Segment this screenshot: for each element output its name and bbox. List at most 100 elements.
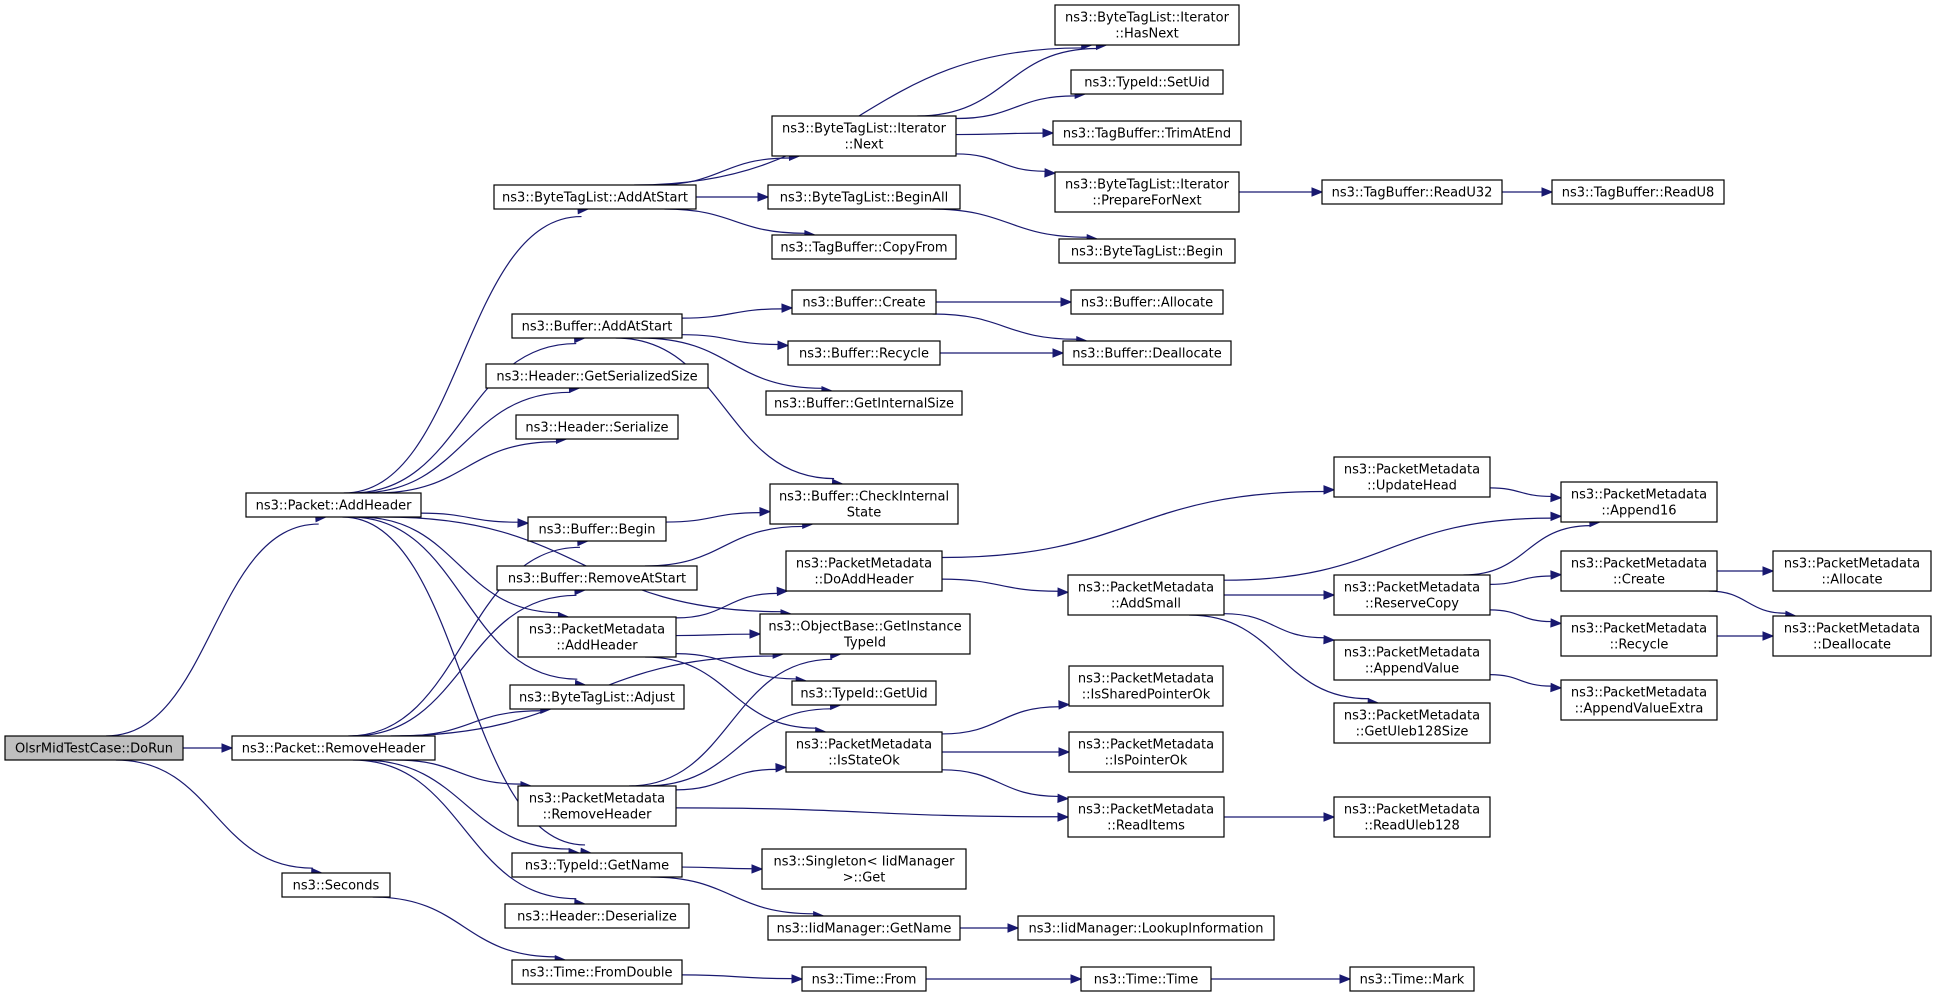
- node-hdr-getsersize[interactable]: ns3::Header::GetSerializedSize: [485, 363, 709, 389]
- node-label: ::Append16: [1601, 504, 1676, 519]
- node-tb-trimatend[interactable]: ns3::TagBuffer::TrimAtEnd: [1052, 120, 1242, 146]
- node-pm-allocate[interactable]: ns3::PacketMetadata::Allocate: [1772, 550, 1932, 592]
- node-pm-issharedptr[interactable]: ns3::PacketMetadata::IsSharedPointerOk: [1068, 665, 1224, 707]
- node-pm-deallocate[interactable]: ns3::PacketMetadata::Deallocate: [1772, 615, 1932, 657]
- edge-tb-readu32-to-tb-readu8: [1501, 187, 1554, 197]
- node-box: [1054, 171, 1240, 213]
- node-label: ns3::IidManager::LookupInformation: [1028, 922, 1263, 937]
- node-pm-isptr[interactable]: ns3::PacketMetadata::IsPointerOk: [1068, 731, 1224, 773]
- node-buf-allocate[interactable]: ns3::Buffer::Allocate: [1070, 289, 1224, 315]
- node-pm-addsmall[interactable]: ns3::PacketMetadata::AddSmall: [1067, 574, 1225, 616]
- node-pm-readuleb[interactable]: ns3::PacketMetadata::ReadUleb128: [1333, 796, 1491, 838]
- node-btl-adjust[interactable]: ns3::ByteTagList::Adjust: [509, 684, 685, 710]
- node-btli-hasnext[interactable]: ns3::ByteTagList::Iterator::HasNext: [1054, 4, 1240, 46]
- node-buf-getinternalsize[interactable]: ns3::Buffer::GetInternalSize: [765, 390, 963, 416]
- node-box: [787, 340, 941, 366]
- node-box: [1333, 574, 1491, 616]
- node-buf-addatstart[interactable]: ns3::Buffer::AddAtStart: [511, 313, 683, 339]
- node-buf-begin[interactable]: ns3::Buffer::Begin: [527, 516, 667, 542]
- node-p-removeheader[interactable]: ns3::Packet::RemoveHeader: [231, 735, 436, 761]
- node-pm-removeheader[interactable]: ns3::PacketMetadata::RemoveHeader: [517, 785, 677, 827]
- edge-pm-create-to-pm-allocate: [1716, 566, 1775, 576]
- edge-line: [640, 337, 823, 389]
- edge-p-removeheader-to-buf-removeatstart: [352, 585, 587, 737]
- node-tb-copyfrom[interactable]: ns3::TagBuffer::CopyFrom: [771, 234, 957, 260]
- node-buf-deallocate[interactable]: ns3::Buffer::Deallocate: [1062, 340, 1232, 366]
- node-pm-appendvalue[interactable]: ns3::PacketMetadata::AppendValue: [1333, 639, 1491, 681]
- edge-btl-addatstart-to-btli-hasnext: [634, 40, 1094, 186]
- node-label: ns3::ByteTagList::AddAtStart: [502, 191, 688, 206]
- node-box: [1062, 340, 1232, 366]
- node-iid-getname[interactable]: ns3::IidManager::GetName: [767, 915, 961, 941]
- node-buf-recycle[interactable]: ns3::Buffer::Recycle: [787, 340, 941, 366]
- node-seconds[interactable]: ns3::Seconds: [281, 872, 391, 898]
- node-tid-getname[interactable]: ns3::TypeId::GetName: [511, 852, 683, 878]
- node-pm-getuleb[interactable]: ns3::PacketMetadata::GetUleb128Size: [1333, 702, 1491, 744]
- node-time-from[interactable]: ns3::Time::From: [801, 966, 927, 992]
- edge-btli-next-to-tb-trimatend: [955, 128, 1055, 138]
- node-btl-begin[interactable]: ns3::ByteTagList::Begin: [1058, 238, 1236, 264]
- node-hdr-serialize[interactable]: ns3::Header::Serialize: [515, 414, 679, 440]
- node-label: ::Next: [844, 138, 883, 153]
- edge-tid-getname-to-singleton-get: [681, 864, 764, 874]
- edge-arrowhead: [1323, 634, 1336, 645]
- node-label: ns3::Header::Deserialize: [517, 910, 677, 925]
- node-box: [1070, 69, 1224, 95]
- node-tb-readu32[interactable]: ns3::TagBuffer::ReadU32: [1321, 179, 1503, 205]
- node-pm-appendvalueextra[interactable]: ns3::PacketMetadata::AppendValueExtra: [1560, 679, 1718, 721]
- edge-btl-addatstart-to-tb-copyfrom: [664, 208, 817, 240]
- node-pm-updatehead[interactable]: ns3::PacketMetadata::UpdateHead: [1333, 456, 1491, 498]
- node-box: [1772, 550, 1932, 592]
- node-pm-doaddheader[interactable]: ns3::PacketMetadata::DoAddHeader: [785, 550, 943, 592]
- edge-pm-isstateok-to-pm-readitems: [941, 769, 1070, 804]
- node-iid-lookup[interactable]: ns3::IidManager::LookupInformation: [1017, 915, 1275, 941]
- node-label: ns3::ByteTagList::Begin: [1071, 245, 1223, 260]
- node-label: ns3::TagBuffer::TrimAtEnd: [1063, 127, 1231, 142]
- node-p-addheader[interactable]: ns3::Packet::AddHeader: [245, 492, 422, 518]
- node-box: [801, 966, 927, 992]
- edge-line: [932, 313, 1077, 340]
- node-pm-addheader[interactable]: ns3::PacketMetadata::AddHeader: [517, 616, 677, 658]
- node-buf-removeatstart[interactable]: ns3::Buffer::RemoveAtStart: [496, 565, 698, 591]
- node-time-time[interactable]: ns3::Time::Time: [1080, 966, 1212, 992]
- node-tid-getuid[interactable]: ns3::TypeId::GetUid: [791, 680, 937, 706]
- node-root[interactable]: OlsrMidTestCase::DoRun: [4, 735, 184, 761]
- node-time-fromdouble[interactable]: ns3::Time::FromDouble: [511, 959, 683, 985]
- node-tid-setuid[interactable]: ns3::TypeId::SetUid: [1070, 69, 1224, 95]
- edge-line: [1188, 614, 1370, 700]
- node-btli-prepare[interactable]: ns3::ByteTagList::Iterator::PrepareForNe…: [1054, 171, 1240, 213]
- node-label: ::Recycle: [1610, 638, 1669, 653]
- edge-line: [675, 633, 751, 637]
- node-btl-addatstart[interactable]: ns3::ByteTagList::AddAtStart: [493, 184, 697, 210]
- node-tb-readu8[interactable]: ns3::TagBuffer::ReadU8: [1551, 179, 1725, 205]
- node-label: ns3::ObjectBase::GetInstance: [768, 620, 961, 635]
- edge-arrowhead: [1550, 492, 1563, 503]
- node-pm-recycle[interactable]: ns3::PacketMetadata::Recycle: [1560, 615, 1718, 657]
- node-label: ::Create: [1613, 573, 1665, 588]
- edge-pm-reservecopy-to-pm-create: [1489, 570, 1563, 585]
- node-label: ns3::TypeId::GetUid: [800, 687, 927, 702]
- node-box: [1070, 289, 1224, 315]
- edge-line: [665, 511, 761, 523]
- node-hdr-deserialize[interactable]: ns3::Header::Deserialize: [504, 903, 690, 929]
- edge-line: [681, 308, 783, 319]
- node-btl-beginall[interactable]: ns3::ByteTagList::BeginAll: [767, 184, 961, 210]
- node-pm-append16[interactable]: ns3::PacketMetadata::Append16: [1560, 481, 1718, 523]
- edge-p-addheader-to-buf-addatstart: [351, 333, 586, 494]
- node-pm-reservecopy[interactable]: ns3::PacketMetadata::ReserveCopy: [1333, 574, 1491, 616]
- node-buf-create[interactable]: ns3::Buffer::Create: [791, 289, 937, 315]
- node-label: ns3::TypeId::GetName: [525, 859, 669, 874]
- edge-line: [1223, 613, 1325, 639]
- edge-arrowhead: [1323, 590, 1336, 600]
- node-pm-create[interactable]: ns3::PacketMetadata::Create: [1560, 550, 1718, 592]
- node-time-mark[interactable]: ns3::Time::Mark: [1349, 966, 1475, 992]
- node-pm-readitems[interactable]: ns3::PacketMetadata::ReadItems: [1067, 796, 1225, 838]
- node-box: [231, 735, 436, 761]
- edge-arrowhead: [1762, 631, 1775, 641]
- node-singleton-get[interactable]: ns3::Singleton< IidManager>::Get: [761, 848, 967, 890]
- node-pm-isstateok[interactable]: ns3::PacketMetadata::IsStateOk: [785, 731, 943, 773]
- node-btli-next[interactable]: ns3::ByteTagList::Iterator::Next: [771, 115, 957, 157]
- edge-line: [1463, 525, 1591, 576]
